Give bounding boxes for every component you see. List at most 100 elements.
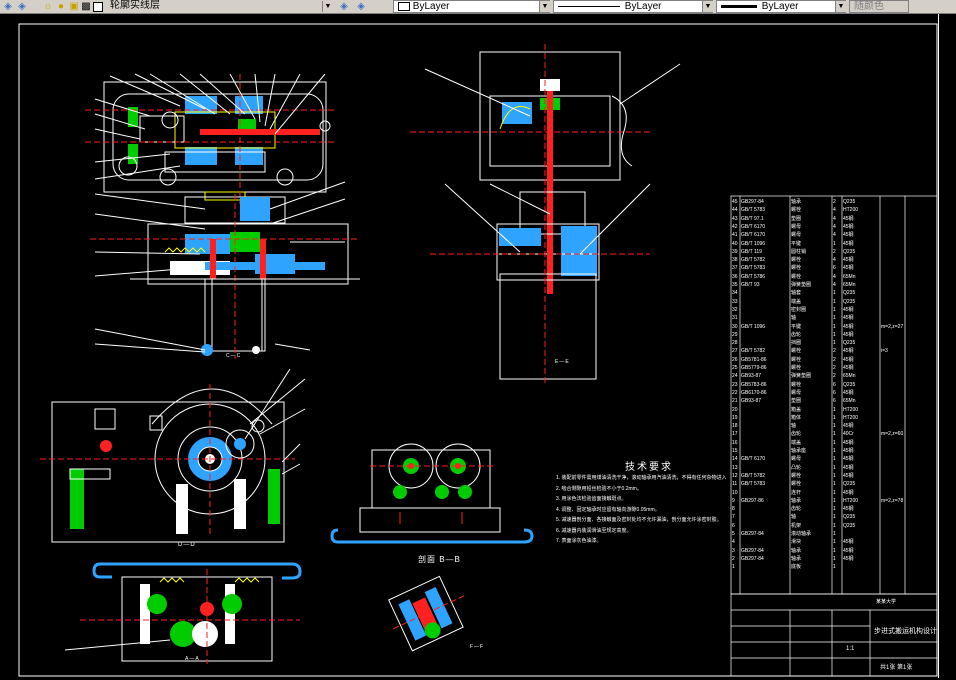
lineweight-dropdown[interactable]: ByLayer — [716, 0, 846, 13]
bom-cell: 45钢 — [843, 547, 854, 554]
bom-cell: 34 — [732, 290, 738, 297]
view-bb-rollers — [330, 443, 534, 544]
bom-cell: GB/T 1096 — [741, 323, 766, 330]
bom-cell: 螺栓 — [791, 348, 802, 355]
bom-cell: 45钢 — [843, 265, 854, 272]
layer-dropdown-arrow-icon[interactable]: ▼ — [322, 1, 333, 12]
bom-cell: 1 — [833, 298, 836, 305]
bom-cell: GB93-87 — [741, 398, 762, 405]
plotstyle-dropdown-value: 随颜色 — [854, 1, 884, 12]
bom-cell: GB/T 5783 — [741, 481, 766, 488]
drawing-canvas[interactable]: 技术要求 1. 装配前零件需用煤油清洗干净，滚动轴承用汽油清洗，不得有任何杂物进… — [0, 14, 956, 678]
bom-cell: 螺栓 — [791, 365, 802, 371]
bom-cell: 平键 — [791, 323, 802, 330]
linetype-dropdown-arrow-icon[interactable]: ▼ — [702, 1, 713, 12]
make-current-layer-icon[interactable]: ◈ — [340, 1, 348, 12]
bom-cell: 37 — [732, 265, 738, 272]
bom-cell: GB/T 119 — [741, 248, 762, 255]
layer-freeze-icon[interactable]: ● — [57, 1, 65, 12]
bom-cell: 2 — [833, 348, 836, 355]
bom-cell: 31 — [732, 315, 738, 322]
bom-cell: 27 — [732, 348, 738, 355]
color-dropdown-value: ByLayer — [412, 1, 450, 12]
layer-plot-icon[interactable]: ▩ — [81, 1, 91, 12]
properties-toolbar: ◈ ◈ ☼ ● ▣ ▩ 轮廓实线层 ▼ ◈ ◈ ByLayer ▼ ByLaye… — [0, 0, 956, 14]
layer-states-icon[interactable]: ◈ — [18, 1, 26, 12]
bom-cell: m=2,z=27 — [881, 323, 904, 330]
bom-cell: 螺栓 — [791, 273, 802, 280]
title-block-sheet: 共1张 第1张 — [880, 665, 913, 671]
color-dropdown-arrow-icon[interactable]: ▼ — [539, 1, 550, 12]
bom-cell: 18 — [732, 423, 738, 430]
bom-cell: 螺母 — [791, 223, 802, 230]
bom-cell: 密封圈 — [791, 306, 807, 313]
bom-cell: GB/T 93 — [741, 282, 760, 288]
color-dropdown[interactable]: ByLayer — [393, 0, 550, 13]
bom-cell: GB/T 5782 — [741, 348, 766, 355]
linetype-dropdown[interactable]: ByLayer — [553, 0, 713, 13]
bom-cell: 45钢 — [843, 215, 854, 222]
layer-dropdown[interactable]: 轮廓实线层 — [106, 0, 334, 13]
bom-cell: 箱盖 — [791, 406, 802, 413]
bom-cell: 24 — [732, 373, 738, 380]
bom-cell: 65Mn — [843, 273, 856, 280]
bom-cell: GB/T 6170 — [741, 456, 766, 463]
bom-cell: 6 — [833, 389, 836, 396]
bom-cell: 45钢 — [843, 448, 854, 454]
layer-previous-icon[interactable]: ◈ — [357, 1, 365, 12]
bom-cell: HT200 — [843, 406, 859, 413]
bom-cell: Q235 — [843, 199, 856, 205]
bom-cell: 45钢 — [843, 348, 854, 355]
bom-cell: 23 — [732, 381, 738, 388]
lineweight-preview-icon — [721, 4, 757, 8]
bom-cell: 螺栓 — [791, 381, 802, 388]
layer-lock-icon[interactable]: ▣ — [69, 1, 79, 12]
bom-cell: 挡圈 — [791, 340, 802, 347]
bom-cell: 齿轮 — [791, 506, 802, 513]
bom-cell: 22 — [732, 389, 738, 396]
bom-cell: 45钢 — [843, 315, 854, 322]
bom-cell: 轴 — [791, 514, 797, 521]
bom-cell: 垫圈 — [791, 398, 802, 405]
bom-cell: 机架 — [791, 522, 802, 529]
lineweight-dropdown-arrow-icon[interactable]: ▼ — [835, 1, 846, 12]
bom-cell: 弹簧垫圈 — [791, 373, 812, 380]
bom-cell: Q235 — [843, 522, 856, 529]
bom-cell: 29 — [732, 331, 738, 338]
tech-item: 1. 装配前零件需用煤油清洗干净，滚动轴承用汽油清洗，不得有任何杂物进入。 — [556, 475, 726, 481]
bom-cell: Q235 — [843, 481, 856, 488]
bom-cell: 1 — [833, 514, 836, 521]
bom-cell: 1 — [732, 564, 735, 571]
bom-cell: GB/T 1096 — [741, 240, 766, 247]
bom-cell: 5 — [732, 531, 735, 537]
bom-cell: 42 — [732, 223, 738, 230]
layer-on-icon[interactable]: ☼ — [43, 1, 53, 12]
layer-manager-icon[interactable]: ◈ — [4, 1, 12, 12]
layer-color-swatch-icon — [93, 2, 103, 12]
bom-cell: 4 — [833, 223, 836, 230]
section-ff-label: F—F — [470, 644, 485, 650]
bom-cell: 端盖 — [791, 439, 802, 446]
bom-cell: 45钢 — [843, 365, 854, 371]
bom-cell: 45钢 — [843, 472, 854, 479]
color-swatch-icon — [398, 1, 410, 11]
bom-cell: 12 — [732, 472, 738, 479]
plotstyle-dropdown[interactable]: 随颜色 — [849, 0, 909, 13]
bom-cell: 1 — [833, 290, 836, 297]
bom-cell: 40Cr — [843, 431, 854, 438]
bom-cell: 1 — [833, 547, 836, 554]
